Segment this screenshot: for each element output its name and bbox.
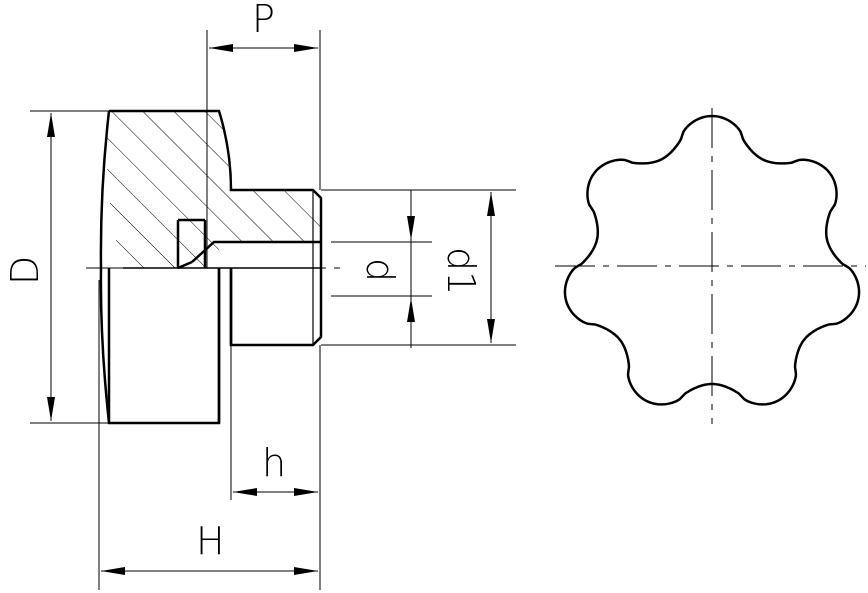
label-P: P — [252, 0, 275, 41]
front-star-view — [555, 108, 866, 424]
dimensions — [30, 30, 516, 590]
label-H: H — [196, 519, 225, 563]
hatched-section — [106, 111, 321, 268]
insert-outline — [176, 218, 321, 270]
label-h: h — [262, 441, 286, 485]
label-d: d — [358, 258, 402, 282]
label-D: D — [3, 256, 47, 285]
label-d1: d1 — [439, 247, 483, 295]
side-section-view — [86, 109, 340, 425]
